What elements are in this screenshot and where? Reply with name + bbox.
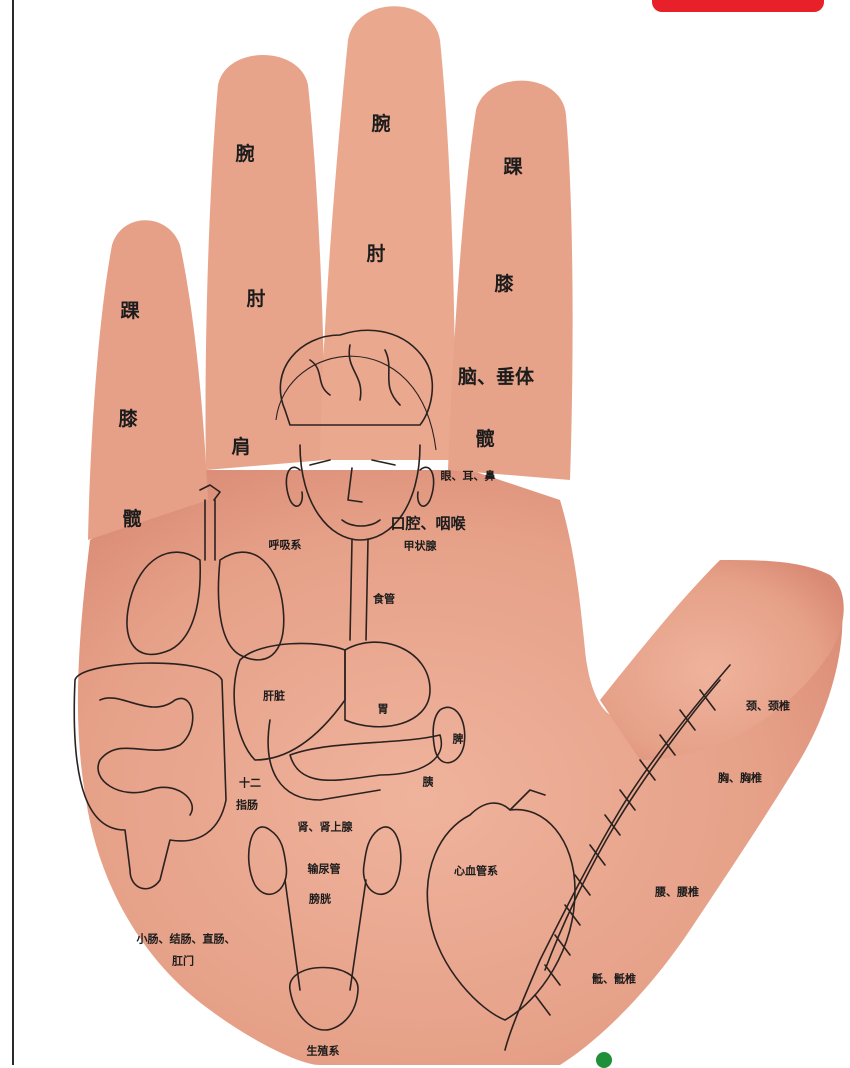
label-little-finger-hip: 髋 (122, 509, 141, 531)
label-stomach: 胃 (378, 704, 389, 717)
label-thoracic: 胸、胸椎 (718, 773, 762, 786)
label-middle-finger-wrist: 腕 (371, 114, 390, 136)
label-eye-ear-nose: 眼、耳、鼻 (441, 471, 496, 484)
finger-middle (320, 6, 455, 460)
label-intestines-line1: 小肠、结肠、直肠、 (137, 934, 236, 947)
label-little-finger-ankle: 踝 (120, 301, 139, 323)
label-liver: 肝脏 (263, 691, 285, 704)
label-little-finger-knee: 膝 (118, 409, 137, 431)
label-duodenum-line2: 指肠 (236, 800, 258, 813)
label-duodenum-line1: 十二 (239, 778, 261, 791)
label-pancreas: 胰 (423, 777, 434, 790)
label-middle-finger-elbow: 肘 (366, 244, 385, 266)
label-ring-finger-elbow: 肘 (246, 289, 265, 311)
finger-ring (206, 55, 326, 470)
label-cardiovascular: 心血管系 (454, 866, 498, 879)
label-index-finger-ankle: 踝 (503, 157, 522, 179)
hand-silhouette (78, 6, 844, 1065)
label-spleen: 脾 (453, 734, 464, 747)
label-mouth-throat: 口腔、咽喉 (390, 515, 465, 532)
label-ureter: 输尿管 (308, 864, 341, 877)
label-ring-finger-shoulder: 肩 (231, 437, 250, 459)
label-respiratory: 呼吸系 (269, 540, 302, 553)
label-thyroid: 甲状腺 (404, 541, 437, 554)
label-intestines-line2: 肛门 (172, 956, 194, 969)
label-esophagus: 食管 (373, 594, 395, 607)
palm-shape (78, 470, 842, 1065)
label-index-finger-hip: 髋 (475, 429, 494, 451)
label-lumbar: 腰、腰椎 (655, 887, 699, 900)
label-reproductive: 生殖系 (307, 1046, 340, 1059)
label-ring-finger-wrist: 腕 (235, 144, 254, 166)
label-index-finger-knee: 膝 (494, 274, 513, 296)
label-cervical: 颈、颈椎 (746, 701, 790, 714)
label-kidney-adrenal: 肾、肾上腺 (298, 822, 353, 835)
finger-little (88, 220, 208, 540)
label-bladder: 膀胱 (309, 894, 331, 907)
label-sacral: 骶、骶椎 (592, 974, 636, 987)
label-brain-pituitary: 脑、垂体 (458, 367, 534, 389)
